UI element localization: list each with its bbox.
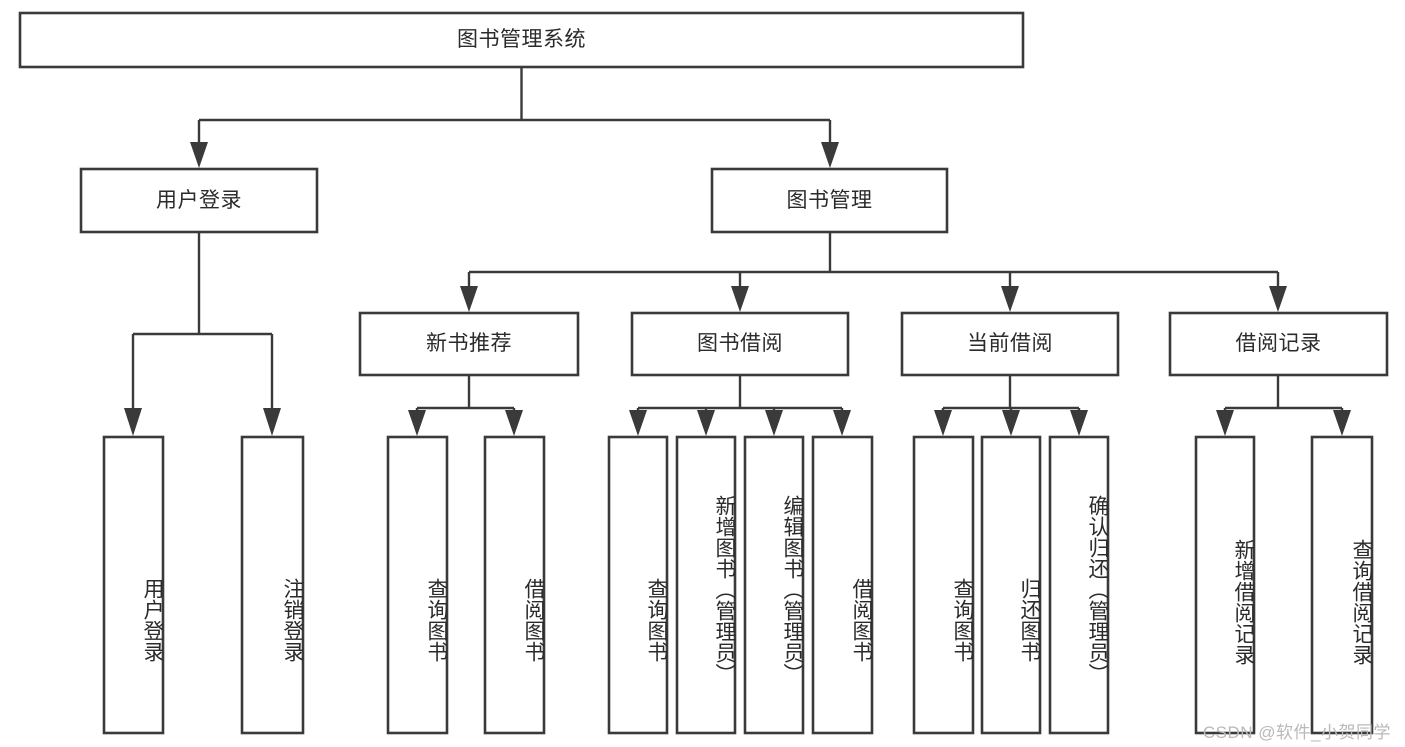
node-box-new-book-rec[interactable] xyxy=(358,311,580,377)
node-box-leaf-query-book-2[interactable] xyxy=(607,435,669,735)
arrow-to-current-borrow xyxy=(1001,286,1019,312)
node-box-leaf-query-book-3[interactable] xyxy=(912,435,975,735)
arrow-leaf-user-login xyxy=(124,408,142,436)
node-box-borrow-record[interactable] xyxy=(1168,311,1389,377)
node-box-leaf-query-record[interactable] xyxy=(1310,435,1374,735)
node-box-leaf-add-book[interactable] xyxy=(675,435,737,735)
node-box-leaf-confirm-return[interactable] xyxy=(1048,435,1110,735)
node-box-leaf-user-login[interactable] xyxy=(102,435,165,735)
arrow-leaf-query-book-3 xyxy=(934,410,952,436)
node-box-root[interactable] xyxy=(18,11,1025,69)
node-box-leaf-borrow-book-1[interactable] xyxy=(483,435,546,735)
arrow-leaf-return-book xyxy=(1002,410,1020,436)
arrow-leaf-add-book xyxy=(697,410,715,436)
arrow-leaf-borrow-book-2 xyxy=(833,410,851,436)
connectors-book-borrow-leaves xyxy=(629,375,851,436)
arrow-to-book-manage xyxy=(821,142,839,168)
arrow-to-user-login xyxy=(190,142,208,168)
connectors-new-book-rec-leaves xyxy=(408,375,523,436)
arrow-leaf-query-record xyxy=(1333,410,1351,436)
arrow-to-borrow-record xyxy=(1269,286,1287,312)
node-box-current-borrow[interactable] xyxy=(900,311,1120,377)
node-box-book-borrow[interactable] xyxy=(630,311,850,377)
node-box-leaf-edit-book[interactable] xyxy=(743,435,805,735)
node-box-book-manage[interactable] xyxy=(710,167,949,234)
arrow-leaf-borrow-book-1 xyxy=(505,410,523,436)
connectors-book-manage-level3 xyxy=(460,232,1287,312)
arrow-leaf-edit-book xyxy=(765,410,783,436)
node-box-leaf-add-record[interactable] xyxy=(1194,435,1256,735)
arrow-to-new-book-rec xyxy=(460,286,478,312)
connectors-user-login-leaves xyxy=(124,232,281,436)
arrow-leaf-add-record xyxy=(1216,410,1234,436)
arrow-leaf-query-book-2 xyxy=(629,410,647,436)
arrow-to-book-borrow xyxy=(731,286,749,312)
arrow-leaf-confirm-return xyxy=(1070,410,1088,436)
arrow-leaf-query-book-1 xyxy=(408,410,426,436)
node-box-user-login[interactable] xyxy=(79,167,319,234)
connectors-borrow-record-leaves xyxy=(1216,375,1351,436)
node-box-leaf-return-book[interactable] xyxy=(980,435,1042,735)
arrow-leaf-logout xyxy=(263,408,281,436)
node-box-leaf-logout[interactable] xyxy=(240,435,305,735)
connectors-root-level2 xyxy=(190,67,839,168)
node-box-leaf-borrow-book-2[interactable] xyxy=(811,435,874,735)
connectors-current-borrow-leaves xyxy=(934,375,1088,436)
node-box-leaf-query-book-1[interactable] xyxy=(386,435,449,735)
